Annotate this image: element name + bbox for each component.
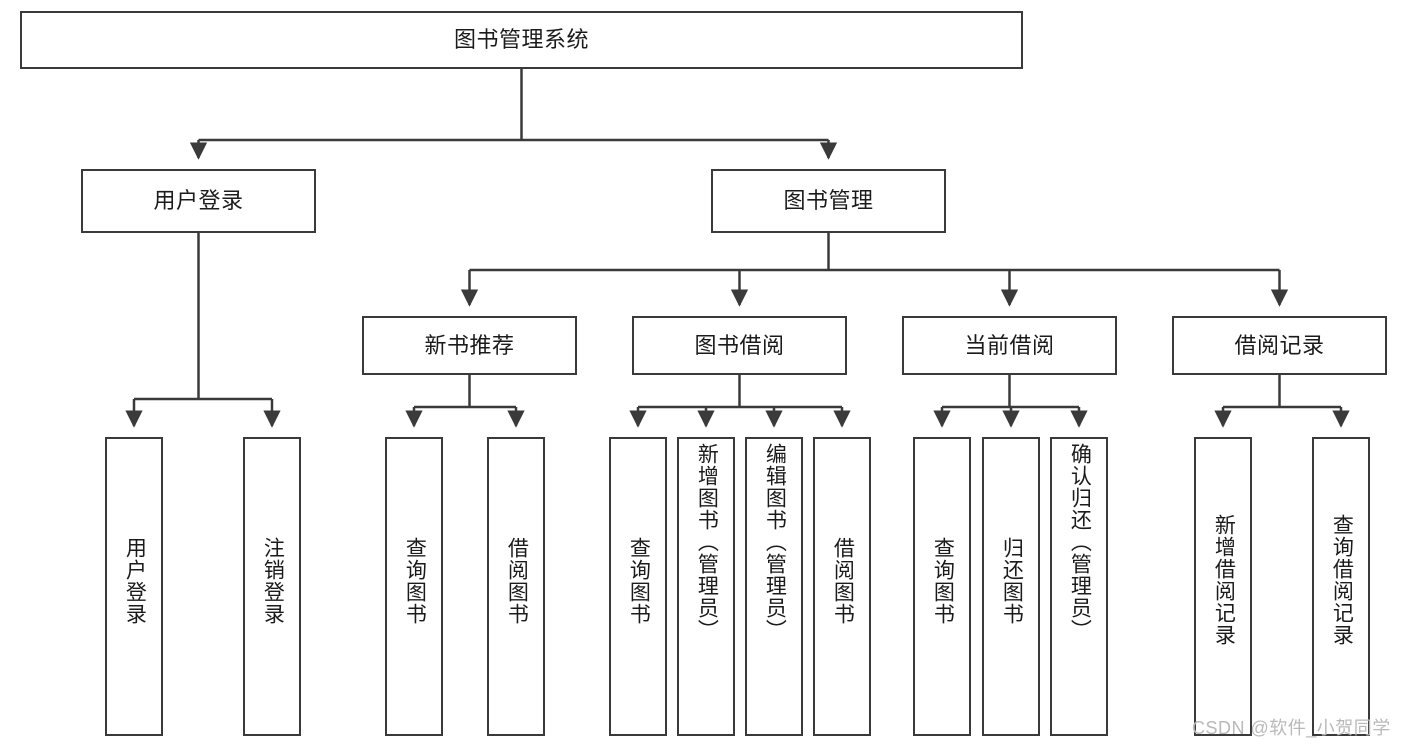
node-label-leaf-add-book: 新增图书（管理员） (695, 443, 719, 641)
node-label-new-book-rec: 新书推荐 (424, 332, 515, 358)
node-root[interactable]: 图书管理系统 (20, 11, 1023, 69)
node-user-login[interactable]: 用户登录 (81, 169, 316, 233)
node-label-user-login: 用户登录 (153, 188, 244, 214)
node-label-borrow-record: 借阅记录 (1234, 332, 1325, 358)
node-label-leaf-add-record: 新增借阅记录 (1212, 513, 1236, 646)
node-leaf-add-book[interactable]: 新增图书（管理员） (677, 437, 735, 736)
node-leaf-query-record[interactable]: 查询借阅记录 (1312, 437, 1370, 736)
node-label-leaf-borrow-book-2: 借阅图书 (831, 536, 855, 625)
node-book-borrow[interactable]: 图书借阅 (632, 316, 847, 375)
node-leaf-user-login[interactable]: 用户登录 (105, 437, 163, 736)
node-leaf-query-book-1[interactable]: 查询图书 (385, 437, 443, 736)
csdn-watermark: CSDN @软件_小贺同学 (1192, 718, 1391, 738)
node-label-leaf-confirm-return: 确认归还（管理员） (1068, 443, 1092, 641)
node-label-leaf-query-record: 查询借阅记录 (1330, 513, 1354, 646)
node-leaf-query-book-3[interactable]: 查询图书 (913, 437, 971, 736)
node-leaf-borrow-book-1[interactable]: 借阅图书 (487, 437, 545, 736)
node-label-leaf-query-book-3: 查询图书 (931, 536, 955, 625)
node-leaf-add-record[interactable]: 新增借阅记录 (1194, 437, 1252, 736)
node-label-leaf-logout: 注销登录 (261, 536, 285, 625)
node-leaf-logout[interactable]: 注销登录 (243, 437, 301, 736)
node-label-book-manage: 图书管理 (783, 188, 874, 214)
node-label-leaf-borrow-book-1: 借阅图书 (505, 536, 529, 625)
node-label-leaf-query-book-2: 查询图书 (627, 536, 651, 625)
node-label-root: 图书管理系统 (453, 27, 589, 53)
node-current-borrow[interactable]: 当前借阅 (902, 316, 1117, 375)
node-book-manage[interactable]: 图书管理 (711, 169, 946, 233)
node-leaf-edit-book[interactable]: 编辑图书（管理员） (745, 437, 803, 736)
node-leaf-query-book-2[interactable]: 查询图书 (609, 437, 667, 736)
node-label-current-borrow: 当前借阅 (964, 332, 1055, 358)
node-leaf-borrow-book-2[interactable]: 借阅图书 (813, 437, 871, 736)
node-label-leaf-return-book: 归还图书 (1000, 536, 1024, 625)
node-label-leaf-edit-book: 编辑图书（管理员） (763, 443, 787, 641)
node-label-book-borrow: 图书借阅 (694, 332, 785, 358)
node-leaf-return-book[interactable]: 归还图书 (982, 437, 1040, 736)
node-borrow-record[interactable]: 借阅记录 (1172, 316, 1387, 375)
node-new-book-rec[interactable]: 新书推荐 (362, 316, 577, 375)
node-label-leaf-query-book-1: 查询图书 (403, 536, 427, 625)
node-leaf-confirm-return[interactable]: 确认归还（管理员） (1050, 437, 1108, 736)
node-label-leaf-user-login: 用户登录 (123, 536, 147, 625)
